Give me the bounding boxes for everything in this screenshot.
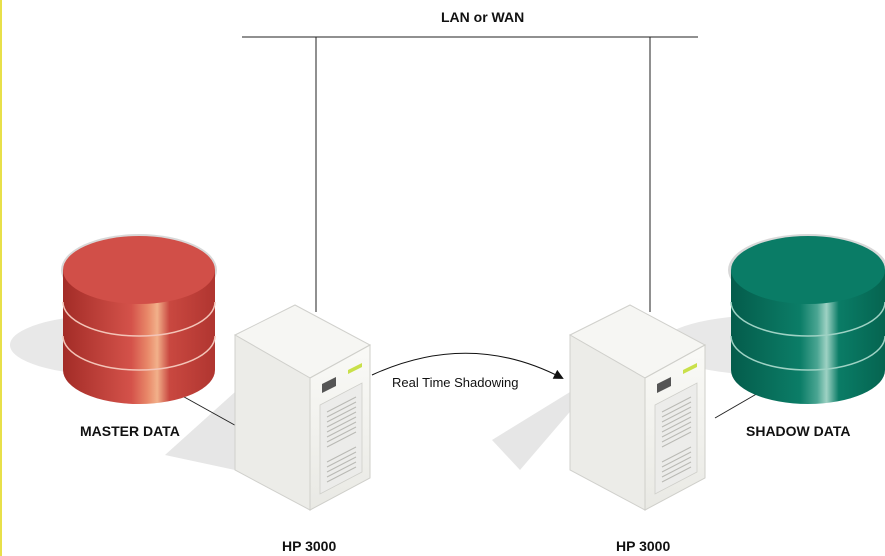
master-server-shadow bbox=[165, 392, 255, 470]
shadow-server-shadow bbox=[492, 392, 580, 470]
shadowing-label: Real Time Shadowing bbox=[392, 375, 519, 390]
network-label: LAN or WAN bbox=[441, 9, 525, 25]
shadow-server-icon bbox=[568, 304, 707, 511]
shadow-server-label: HP 3000 bbox=[616, 538, 671, 554]
shadow-data-label: SHADOW DATA bbox=[746, 423, 851, 439]
shadowing-arrow bbox=[371, 352, 564, 379]
master-data-label: MASTER DATA bbox=[80, 423, 180, 439]
master-server-icon bbox=[233, 304, 372, 511]
shadow-database-icon bbox=[728, 234, 885, 404]
shadow-db-connector bbox=[714, 391, 761, 419]
master-database-icon bbox=[61, 234, 217, 404]
master-server-label: HP 3000 bbox=[282, 538, 337, 554]
